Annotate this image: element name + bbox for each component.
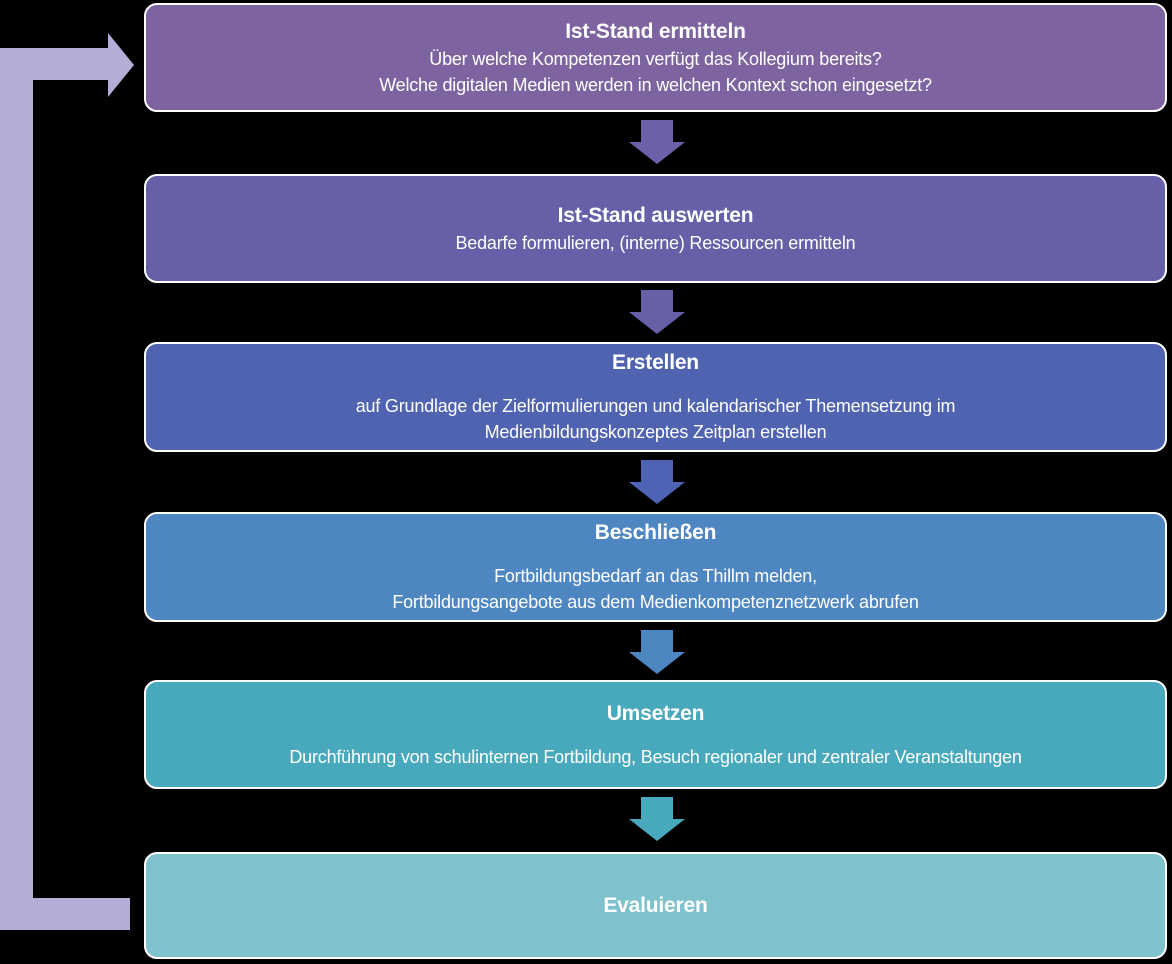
down-arrow-head: [629, 482, 685, 504]
step-title: Ist-Stand ermitteln: [565, 19, 746, 43]
down-arrow-icon: [629, 460, 685, 504]
feedback-loop-top-bar: [0, 48, 108, 80]
down-arrow-icon: [629, 290, 685, 334]
step-description-line: Fortbildungsangebote aus dem Medienkompe…: [392, 592, 919, 612]
down-arrow-stem: [641, 460, 673, 483]
down-arrow-stem: [641, 797, 673, 820]
down-arrow-head: [629, 819, 685, 841]
down-arrow-stem: [641, 630, 673, 653]
step-title: Ist-Stand auswerten: [557, 203, 754, 227]
step-box-erstellen: Erstellen auf Grundlage der Zielformulie…: [144, 342, 1167, 452]
feedback-loop-arrowhead-icon: [108, 33, 134, 97]
step-title: Erstellen: [612, 351, 699, 374]
step-box-ist-stand-ermitteln: Ist-Stand ermitteln Über welche Kompeten…: [144, 3, 1167, 112]
step-description-line: Bedarfe formulieren, (interne) Ressource…: [455, 232, 856, 253]
step-description-line: Über welche Kompetenzen verfügt das Koll…: [429, 48, 882, 69]
down-arrow-stem: [641, 120, 673, 143]
down-arrow-head: [629, 312, 685, 334]
down-arrow-icon: [629, 120, 685, 164]
step-box-evaluieren: Evaluieren: [144, 852, 1167, 959]
feedback-loop-vertical-bar: [0, 48, 33, 930]
step-description-line: auf Grundlage der Zielformulierungen und…: [355, 396, 956, 416]
down-arrow-icon: [629, 630, 685, 674]
down-arrow-head: [629, 142, 685, 164]
down-arrow-head: [629, 652, 685, 674]
step-box-beschliessen: Beschließen Fortbildungsbedarf an das Th…: [144, 512, 1167, 622]
step-description-line: Fortbildungsbedarf an das Thillm melden,: [494, 566, 817, 586]
step-title: Beschließen: [594, 521, 717, 544]
step-title: Umsetzen: [606, 701, 705, 725]
down-arrow-icon: [629, 797, 685, 841]
step-box-ist-stand-auswerten: Ist-Stand auswerten Bedarfe formulieren,…: [144, 174, 1167, 283]
step-description-line: Durchführung von schulinternen Fortbildu…: [289, 746, 1022, 767]
step-description-line: Welche digitalen Medien werden in welche…: [379, 74, 932, 95]
feedback-loop-bottom-bar: [0, 898, 130, 930]
down-arrow-stem: [641, 290, 673, 313]
step-box-umsetzen: Umsetzen Durchführung von schulinternen …: [144, 680, 1167, 789]
step-title: Evaluieren: [603, 893, 708, 917]
step-description-line: Medienbildungskonzeptes Zeitplan erstell…: [484, 422, 827, 442]
